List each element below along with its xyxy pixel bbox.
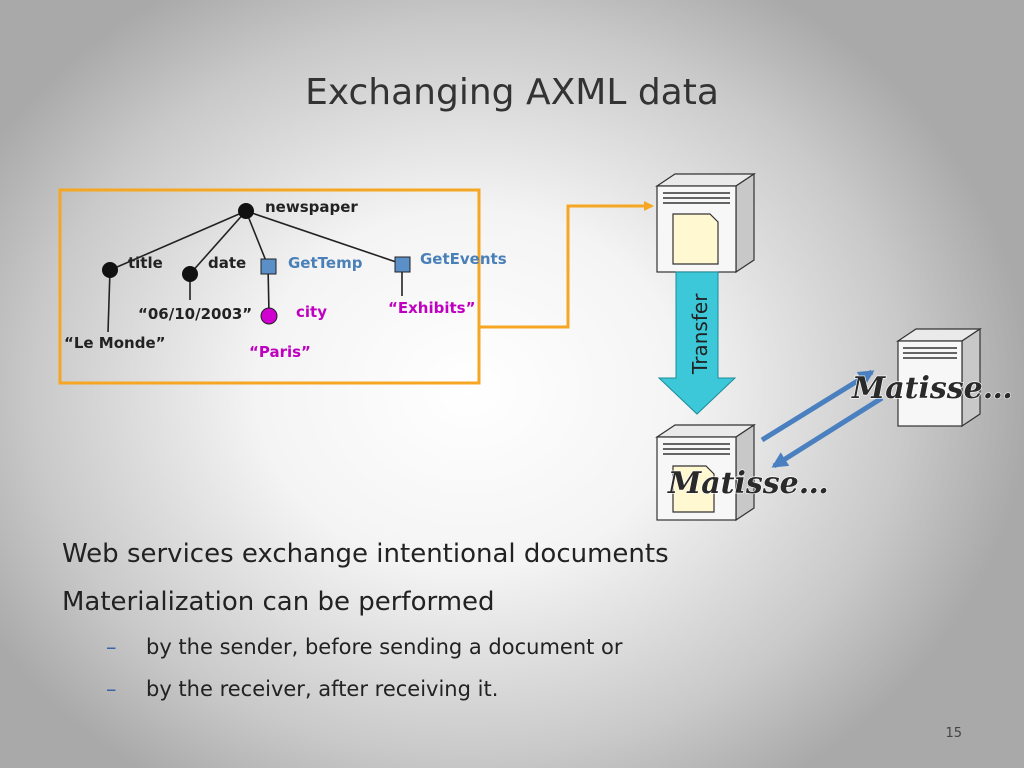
city-label: city (296, 303, 327, 321)
bullet-item: Materialization can be performed (62, 587, 495, 617)
gettemp-call-node (260, 258, 277, 275)
newspaper-node (238, 203, 254, 219)
getevents-label: GetEvents (420, 250, 507, 268)
root-label: newspaper (265, 198, 358, 216)
paris-value: “Paris” (249, 343, 311, 361)
bullet-item: Web services exchange intentional docume… (62, 539, 669, 569)
receiver-matisse-label: Matisse… (667, 466, 829, 501)
sub-bullet-item: – by the receiver, after receiving it. (62, 668, 669, 710)
exhibits-value: “Exhibits” (388, 299, 475, 317)
request-arrow (760, 369, 875, 443)
dash-icon: – (106, 677, 117, 701)
title-label: title (128, 254, 163, 272)
slide-title: Exchanging AXML data (305, 72, 719, 113)
dash-icon: – (106, 635, 117, 659)
sub-bullet-text: by the sender, before sending a document… (146, 635, 623, 659)
city-node (260, 307, 278, 325)
send-connector (479, 201, 654, 329)
transfer-label: Transfer (688, 293, 712, 375)
gettemp-label: GetTemp (288, 254, 363, 272)
receiver-server-icon (655, 423, 756, 522)
document-box (58, 188, 481, 385)
remote-matisse-label: Matisse… (851, 371, 1013, 406)
sender-server-icon (655, 172, 756, 274)
bullet-list: Web services exchange intentional docume… (62, 530, 669, 710)
sub-bullet-text: by the receiver, after receiving it. (146, 677, 499, 701)
sub-bullet-item: – by the sender, before sending a documen… (62, 626, 669, 668)
date-value: “06/10/2003” (138, 305, 252, 323)
getevents-call-node (394, 256, 411, 273)
page-number: 15 (945, 726, 962, 741)
remote-server-icon (896, 327, 982, 428)
date-node (182, 266, 198, 282)
le-monde-value: “Le Monde” (64, 334, 166, 352)
transfer-arrow (657, 271, 737, 415)
date-label: date (208, 254, 246, 272)
response-arrow (771, 395, 884, 469)
title-node (102, 262, 118, 278)
